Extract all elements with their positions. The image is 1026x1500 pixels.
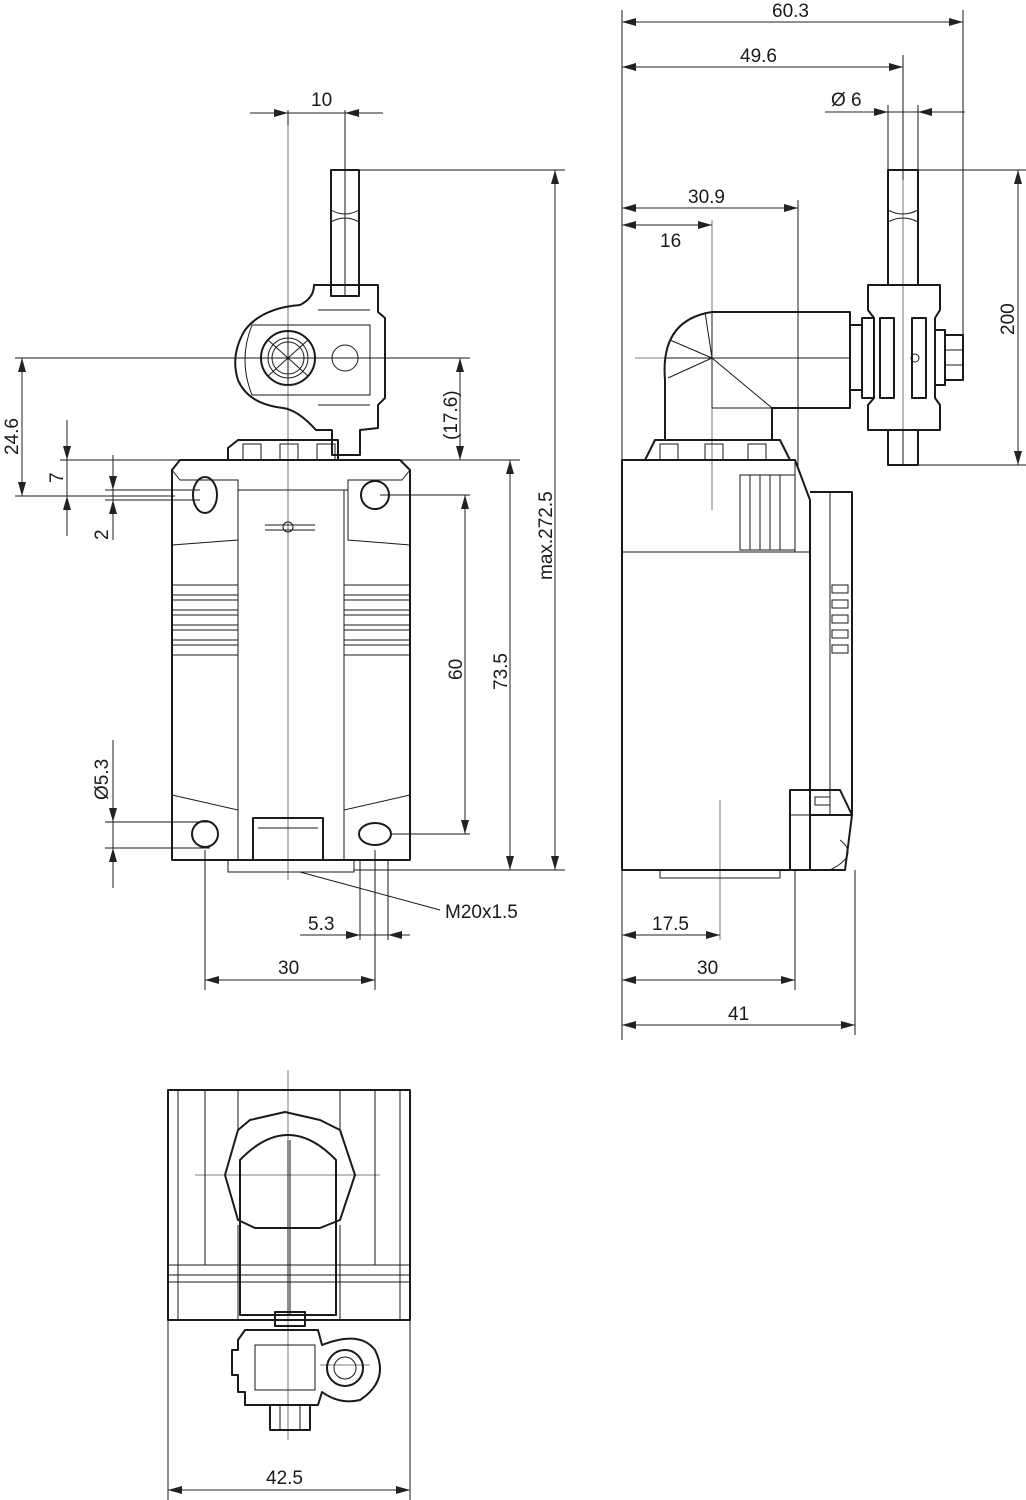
front-dimensions <box>15 109 565 990</box>
dim-front-max-272-5: max.272.5 <box>536 491 557 580</box>
side-view: 60.3 49.6 Ø 6 30.9 16 200 17.5 30 41 <box>621 1 1026 1040</box>
side-housing <box>621 459 853 879</box>
side-collar <box>644 439 791 461</box>
dim-side-30: 30 <box>697 958 718 979</box>
dim-front-2: 2 <box>92 529 113 540</box>
dim-front-7: 7 <box>47 472 68 483</box>
dim-side-16: 16 <box>660 231 681 252</box>
dim-front-10: 10 <box>311 90 332 111</box>
front-view: 10 max.272.5 (17.6) 73.5 60 24.6 7 2 Ø5.… <box>2 90 565 990</box>
dim-front-d5-3: Ø5.3 <box>92 759 113 800</box>
dim-side-60-3: 60.3 <box>772 1 809 22</box>
bottom-clamp <box>231 1329 381 1431</box>
dim-front-17-6: (17.6) <box>441 390 462 440</box>
front-collar <box>227 439 339 461</box>
dim-side-41: 41 <box>728 1004 749 1025</box>
dim-front-m20: M20x1.5 <box>445 902 518 923</box>
front-housing <box>171 459 411 873</box>
dim-side-17-5: 17.5 <box>652 914 689 935</box>
front-ribs-right <box>343 584 411 656</box>
bottom-dimensions <box>167 1320 411 1500</box>
dim-side-30-9: 30.9 <box>688 187 725 208</box>
side-elbow <box>663 311 851 441</box>
dim-front-73-5: 73.5 <box>491 653 512 690</box>
bottom-elbow <box>224 1111 356 1327</box>
dim-bottom-42-5: 42.5 <box>266 1468 303 1489</box>
dim-side-200: 200 <box>998 303 1019 335</box>
side-clamp <box>849 169 964 466</box>
front-lever-head <box>234 284 386 456</box>
dim-front-24-6: 24.6 <box>2 418 23 455</box>
front-ribs-left <box>171 584 239 656</box>
dim-front-5-3: 5.3 <box>308 914 334 935</box>
front-actuator-rod <box>330 169 360 297</box>
dim-front-30: 30 <box>278 958 299 979</box>
bottom-view: 42.5 <box>167 1070 411 1500</box>
dim-side-49-6: 49.6 <box>740 46 777 67</box>
side-dimensions <box>621 10 1026 1040</box>
dim-side-d6: Ø 6 <box>831 90 862 111</box>
dim-front-60: 60 <box>446 659 467 680</box>
bottom-housing <box>167 1089 411 1321</box>
